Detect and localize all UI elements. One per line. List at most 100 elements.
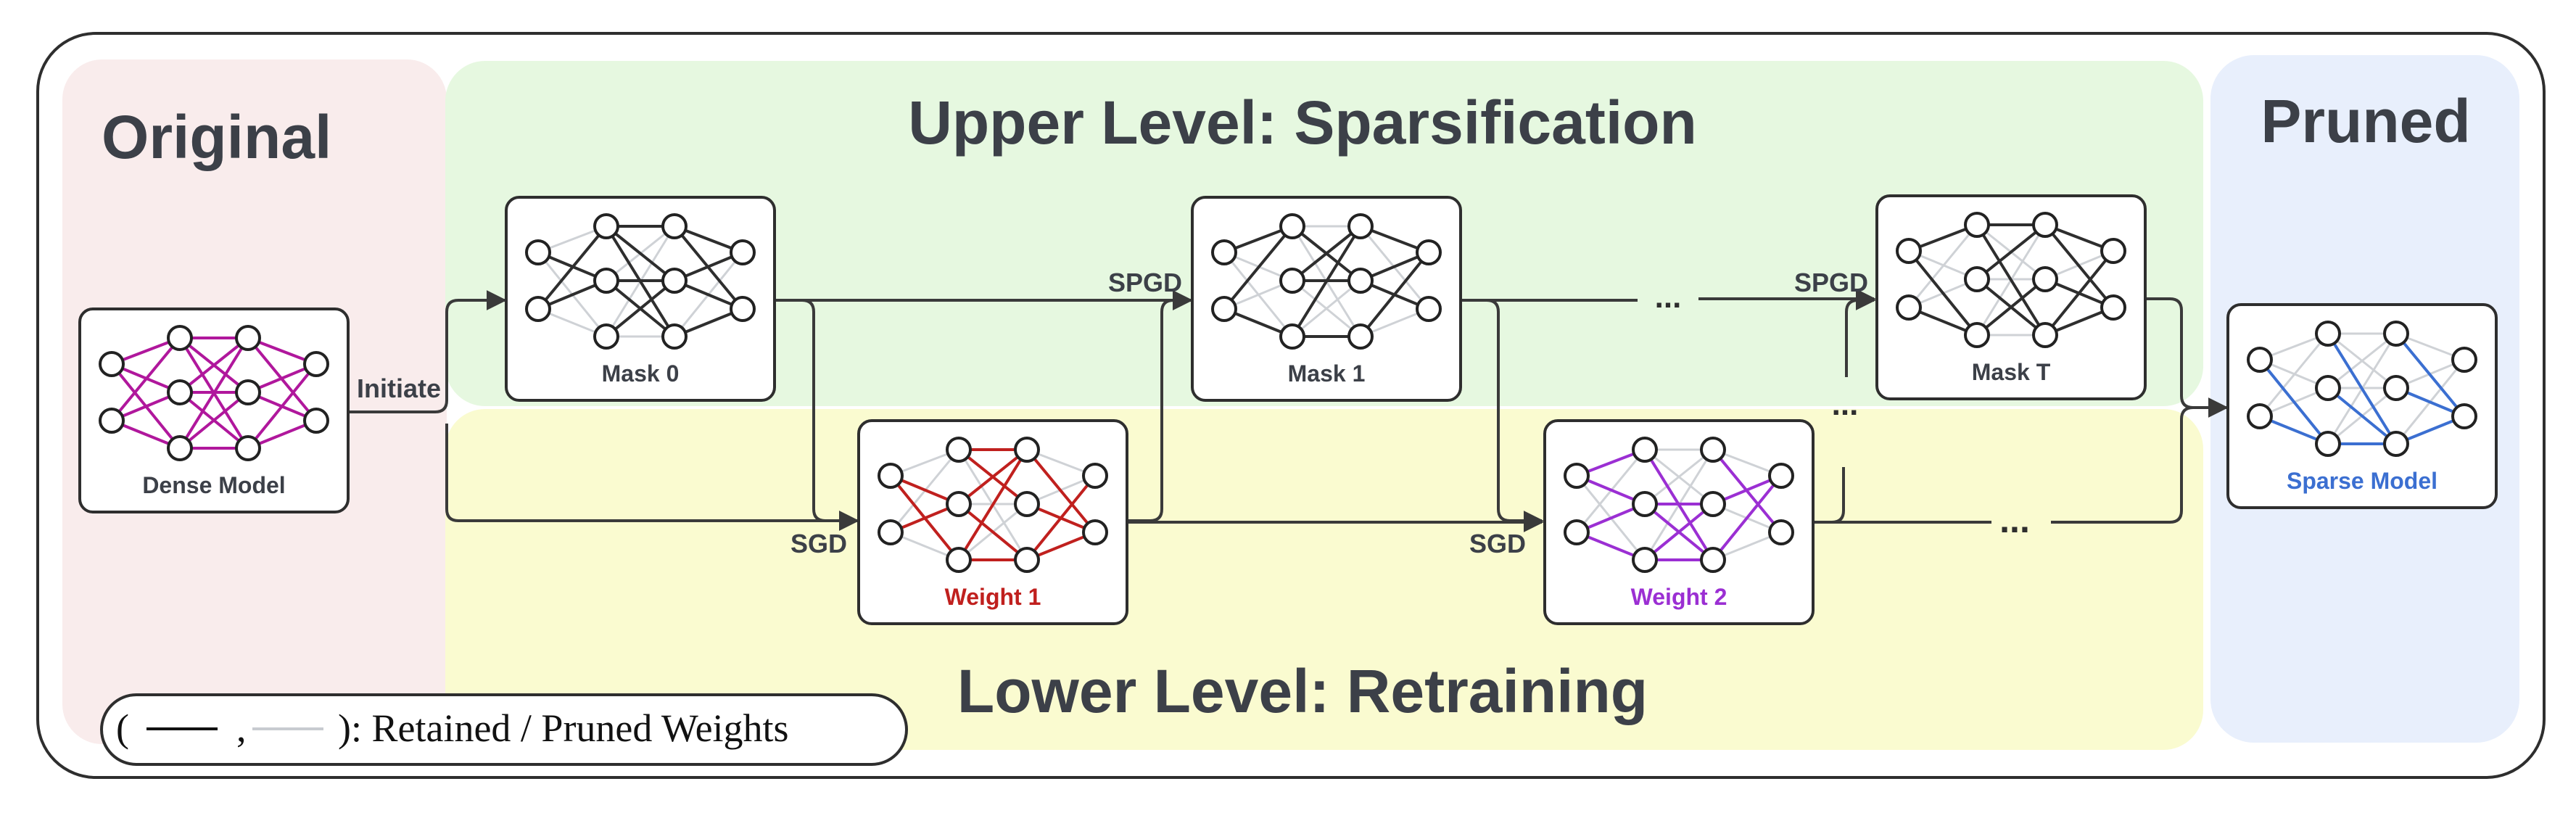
retained-weight-weight1-5 — [957, 448, 1028, 505]
neuron-sparse-1 — [2247, 403, 2273, 429]
neuron-maskT-1 — [1896, 294, 1922, 321]
neuron-mask0-8 — [730, 239, 756, 265]
retained-weight-mask0-1 — [537, 225, 608, 310]
neuron-mask1-1 — [1211, 296, 1237, 322]
neuron-weight2-1 — [1564, 519, 1590, 545]
retained-weight-maskT-1 — [1907, 249, 1978, 337]
neuron-mask0-7 — [661, 323, 688, 350]
retained-weight-dense-3 — [110, 337, 181, 422]
network-label-maskT: Mask T — [1972, 359, 2051, 385]
ellipsis-upper: ... — [1655, 279, 1682, 315]
network-weight1: Weight 1 — [857, 419, 1128, 625]
neuron-weight1-3 — [946, 491, 972, 517]
network-label-weight2: Weight 2 — [1631, 584, 1727, 610]
legend-text: ): Retained / Pruned Weights — [338, 706, 789, 750]
neuron-mask1-6 — [1347, 268, 1374, 294]
neuron-weight2-0 — [1564, 463, 1590, 489]
pruned-weight-sparse-2 — [2258, 333, 2329, 417]
neuron-dense-3 — [167, 379, 193, 405]
retained-weight-mask1-4 — [1291, 225, 1362, 282]
retained-weight-maskT-5 — [1976, 223, 2047, 281]
neuron-weight1-7 — [1014, 547, 1040, 573]
sgd-label-1: SGD — [790, 529, 847, 558]
network-box-weight1 — [857, 419, 1128, 625]
neuron-weight2-5 — [1700, 437, 1726, 463]
neuron-dense-1 — [99, 408, 125, 434]
legend-comma: , — [236, 706, 247, 750]
network-box-mask1 — [1191, 196, 1462, 402]
original-title: Original — [102, 103, 331, 171]
neuron-sparse-9 — [2451, 403, 2477, 429]
network-weight2: Weight 2 — [1543, 419, 1815, 625]
neuron-weight1-5 — [1014, 437, 1040, 463]
network-label-mask1: Mask 1 — [1288, 360, 1366, 387]
neuron-weight2-9 — [1768, 519, 1794, 545]
neuron-mask0-6 — [661, 268, 688, 294]
neuron-dense-8 — [303, 351, 329, 377]
neuron-maskT-0 — [1896, 238, 1922, 264]
retained-weight-maskT-9 — [2044, 223, 2115, 309]
neuron-mask1-2 — [1279, 213, 1305, 239]
neuron-sparse-3 — [2315, 375, 2341, 401]
neuron-sparse-6 — [2383, 375, 2409, 401]
neuron-weight1-9 — [1082, 519, 1108, 545]
network-box-mask0 — [505, 196, 776, 402]
neuron-maskT-2 — [1964, 212, 1990, 238]
neuron-maskT-8 — [2100, 238, 2126, 264]
neuron-sparse-8 — [2451, 347, 2477, 373]
retained-weight-weight1-7 — [957, 448, 1028, 561]
neuron-mask0-9 — [730, 296, 756, 322]
neuron-dense-7 — [235, 435, 261, 461]
neuron-weight2-4 — [1632, 547, 1658, 573]
retained-weight-maskT-4 — [1976, 223, 2047, 337]
up-to-maskT-arrow — [1845, 290, 1876, 377]
retained-weight-sparse-3 — [2327, 387, 2398, 445]
spgd-label-2: SPGD — [1794, 268, 1868, 297]
neuron-mask0-2 — [593, 213, 619, 239]
neuron-mask0-4 — [593, 323, 619, 350]
neuron-dense-4 — [167, 435, 193, 461]
network-label-mask0: Mask 0 — [602, 360, 680, 387]
neuron-weight2-7 — [1700, 547, 1726, 573]
neuron-dense-9 — [303, 408, 329, 434]
neuron-maskT-9 — [2100, 294, 2126, 321]
network-maskT: Mask T — [1875, 194, 2147, 400]
retained-weight-sparse-0 — [2258, 358, 2329, 445]
upper-level-title: Upper Level: Sparsification — [908, 88, 1697, 157]
neuron-sparse-4 — [2315, 431, 2341, 457]
legend-box — [100, 693, 908, 766]
neuron-dense-5 — [235, 325, 261, 351]
retained-weight-sparse-5 — [2395, 332, 2466, 418]
network-label-sparse: Sparse Model — [2287, 468, 2437, 494]
neuron-weight1-6 — [1014, 491, 1040, 517]
neuron-weight2-8 — [1768, 463, 1794, 489]
network-label-weight1: Weight 1 — [945, 584, 1041, 610]
neuron-weight1-0 — [878, 463, 904, 489]
neuron-weight2-3 — [1632, 491, 1658, 517]
ellipsis-lower: ... — [1999, 500, 2030, 540]
neuron-sparse-2 — [2315, 321, 2341, 347]
neuron-mask1-9 — [1416, 296, 1442, 322]
network-sparse: Sparse Model — [2226, 303, 2498, 509]
neuron-sparse-7 — [2383, 431, 2409, 457]
retained-weight-weight1-9 — [1025, 448, 1097, 534]
retained-weight-sparse-2 — [2327, 332, 2398, 445]
retained-weight-mask1-6 — [1291, 225, 1362, 338]
retained-weight-maskT-11 — [2044, 249, 2115, 337]
neuron-weight2-6 — [1700, 491, 1726, 517]
neuron-mask0-3 — [593, 268, 619, 294]
retained-weight-dense-12 — [178, 337, 249, 450]
sgd-label-2: SGD — [1469, 529, 1526, 558]
network-box-weight2 — [1543, 419, 1815, 625]
neuron-dense-6 — [235, 379, 261, 405]
neuron-weight1-2 — [946, 437, 972, 463]
ellipsis-vertical: ... — [1832, 387, 1859, 422]
maskT-to-sparse-line — [2147, 297, 2194, 409]
network-mask0: Mask 0 — [505, 196, 776, 402]
neuron-sparse-5 — [2383, 321, 2409, 347]
neuron-weight1-1 — [878, 519, 904, 545]
retained-weight-maskT-7 — [1976, 278, 2047, 337]
retained-weight-mask0-4 — [605, 225, 676, 282]
neuron-mask1-0 — [1211, 239, 1237, 265]
retained-weight-weight2-7 — [1643, 503, 1714, 561]
